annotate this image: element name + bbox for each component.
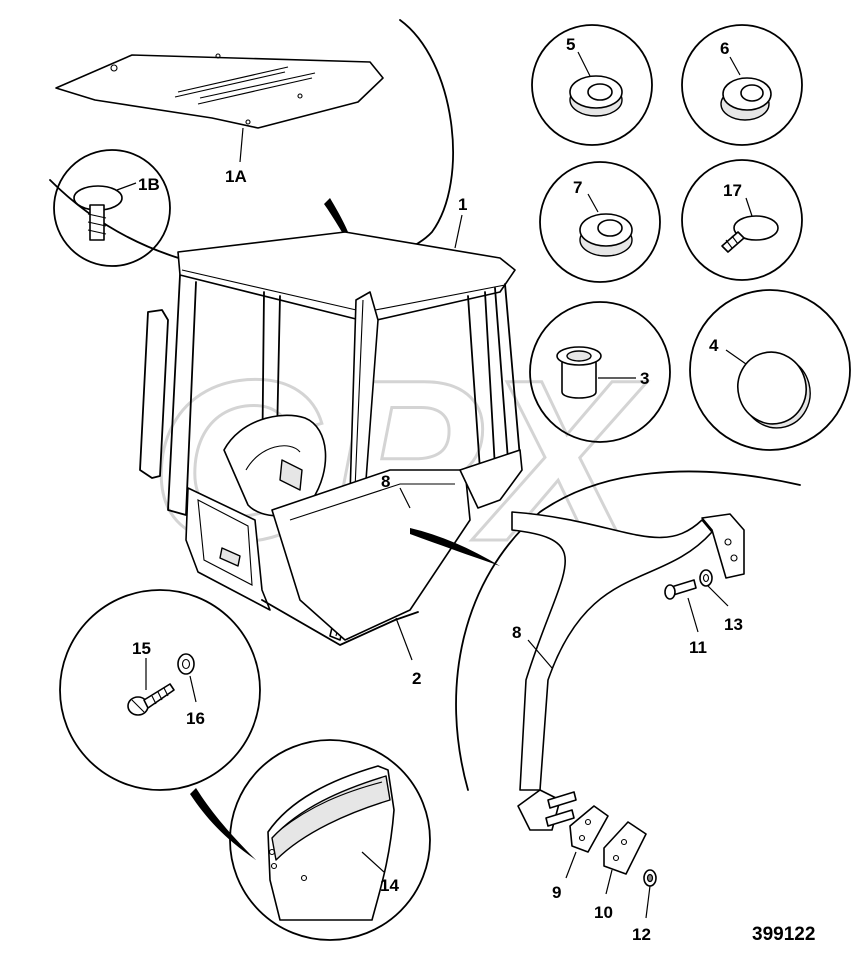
detail-3: 3 [529, 301, 671, 443]
label-3: 3 [640, 369, 649, 388]
label-6: 6 [720, 39, 729, 58]
detail-17-circle [681, 159, 803, 281]
cab-assembly: 1 8 2 [139, 195, 523, 688]
detail-14: 14 [229, 739, 431, 941]
label-1b: 1B [138, 175, 160, 194]
detail-7: 7 [539, 161, 661, 283]
seal-detail-arc [455, 470, 801, 791]
detail-3-circle [529, 301, 671, 443]
cab-lower-panel [185, 487, 271, 611]
label-9: 9 [552, 883, 561, 902]
label-17: 17 [723, 181, 742, 200]
detail-5-circle [531, 24, 653, 146]
label-11: 11 [689, 638, 707, 657]
roof-panel-1a [55, 54, 384, 129]
label-16: 16 [186, 709, 205, 728]
label-7: 7 [573, 178, 582, 197]
detail-1b: 1B [53, 149, 171, 267]
label-8-cab: 8 [381, 472, 390, 491]
seal-strip-8 [511, 511, 713, 791]
label-5: 5 [566, 35, 575, 54]
detail-15-16-arrow [190, 788, 256, 860]
detail-6: 6 [681, 24, 803, 146]
detail-15-16: 15 16 [59, 589, 261, 860]
cab-roof [177, 231, 516, 323]
detail-15-16-circle [59, 589, 261, 791]
roof-panel-detail: 1A [49, 19, 454, 275]
label-10: 10 [594, 903, 613, 922]
label-15: 15 [132, 639, 151, 658]
plate-10 [603, 821, 647, 875]
seal-detail-arrow [410, 528, 500, 566]
label-8-detail: 8 [512, 623, 521, 642]
detail-7-circle [539, 161, 661, 283]
label-4: 4 [709, 336, 719, 355]
label-14: 14 [380, 876, 399, 895]
detail-17: 17 [681, 159, 803, 281]
label-12: 12 [632, 925, 651, 944]
label-2: 2 [412, 669, 421, 688]
label-13: 13 [724, 615, 743, 634]
detail-4-circle [689, 289, 851, 451]
label-1: 1 [458, 195, 467, 214]
plate-9 [569, 805, 609, 853]
detail-1b-circle [53, 149, 171, 267]
detail-6-circle [681, 24, 803, 146]
label-1a: 1A [225, 167, 247, 186]
cab-floor [271, 469, 471, 641]
drawing-number: 399122 [752, 924, 815, 945]
detail-5: 5 [531, 24, 653, 146]
detail-4: 4 [689, 289, 851, 451]
seal-detail: 11 13 9 10 12 8 [455, 470, 801, 944]
detail-14-circle [229, 739, 431, 941]
